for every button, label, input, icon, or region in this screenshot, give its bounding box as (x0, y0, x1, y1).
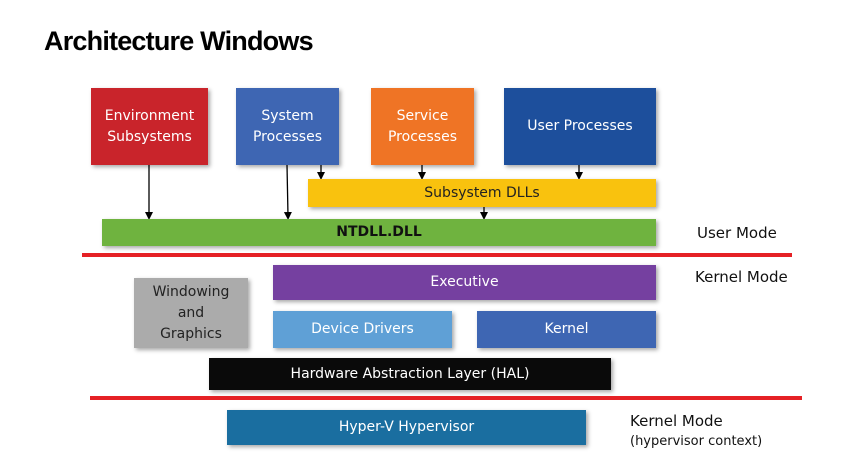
kernel-hypervisor-divider (90, 396, 802, 400)
user-kernel-divider (82, 253, 792, 257)
user-mode-label: User Mode (697, 224, 777, 242)
kernel-label: Kernel (544, 321, 589, 337)
kernel-mode-hypervisor-label: Kernel Mode (630, 412, 723, 430)
executive-box: Executive (273, 265, 656, 300)
subsystem-dlls-label: Subsystem DLLs (424, 184, 540, 201)
hal-box: Hardware Abstraction Layer (HAL) (209, 358, 611, 390)
kernel-box: Kernel (477, 311, 656, 348)
page-title: Architecture Windows (44, 26, 314, 56)
kernel-mode-label: Kernel Mode (695, 268, 788, 286)
ntdll-box: NTDLL.DLL (102, 219, 656, 246)
user-processes-label: User Processes (527, 118, 633, 134)
hypervisor-context-label: (hypervisor context) (630, 434, 763, 449)
arrow-system-to-ntdll (283, 164, 292, 220)
device-drivers-label: Device Drivers (311, 321, 414, 337)
hyperv-hypervisor-label: Hyper-V Hypervisor (338, 419, 475, 435)
ntdll-label: NTDLL.DLL (336, 224, 422, 240)
device-drivers-box: Device Drivers (273, 311, 452, 348)
hal-label: Hardware Abstraction Layer (HAL) (290, 365, 530, 382)
subsystem-dlls-box: Subsystem DLLs (308, 179, 656, 207)
user-processes-box: User Processes (504, 88, 656, 165)
hyperv-hypervisor-box: Hyper-V Hypervisor (227, 410, 586, 445)
executive-label: Executive (430, 274, 499, 290)
